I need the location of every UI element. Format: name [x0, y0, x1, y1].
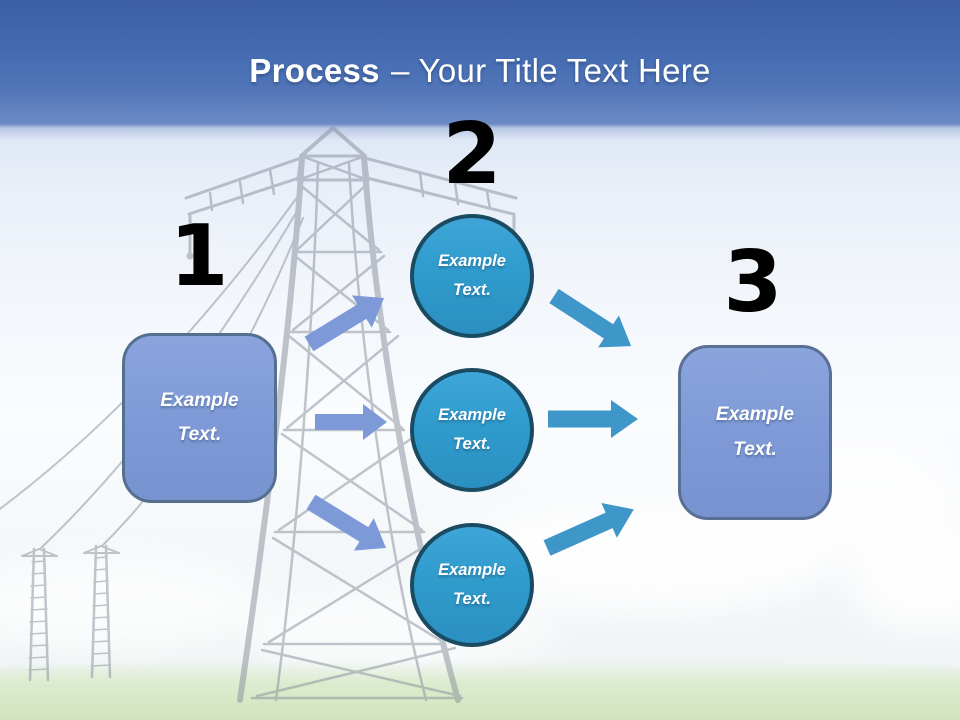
right-box-line1: Example [715, 404, 795, 426]
left-process-box-text: Example Text. [160, 384, 238, 452]
circle-middle-line1: Example [438, 406, 506, 425]
arrow-left-top-icon [304, 295, 385, 352]
grass [0, 660, 960, 720]
right-process-box-text: Example Text. [716, 398, 794, 466]
slide-title-emphasis: Process [249, 52, 380, 89]
left-box-line1: Example [160, 389, 239, 411]
arrow-left-bottom-icon [306, 494, 387, 551]
step-number-3: 3 [723, 233, 783, 332]
process-circle-top: Example Text. [410, 214, 534, 338]
arrow-right-middle-icon [548, 400, 638, 438]
cloud [0, 560, 260, 650]
slide-title: Process – Your Title Text Here [0, 52, 960, 90]
circle-middle-line2: Text. [453, 435, 491, 453]
left-process-box: Example Text. [122, 333, 277, 503]
left-box-line2: Text. [177, 424, 222, 445]
circle-bottom-line1: Example [438, 561, 506, 580]
right-process-box: Example Text. [678, 345, 832, 520]
process-circle-middle: Example Text. [410, 368, 534, 492]
process-circle-middle-text: Example Text. [438, 401, 506, 459]
arrow-left-middle-icon [315, 404, 387, 440]
process-circle-top-text: Example Text. [438, 247, 506, 305]
right-box-line2: Text. [733, 438, 777, 460]
circle-top-line2: Text. [453, 281, 491, 299]
arrow-right-top-icon [549, 288, 632, 348]
circle-top-line1: Example [438, 252, 506, 271]
circle-bottom-line2: Text. [453, 590, 491, 608]
process-circle-bottom-text: Example Text. [438, 556, 506, 614]
step-number-2: 2 [442, 105, 502, 204]
step-number-1: 1 [169, 207, 229, 306]
process-circle-bottom: Example Text. [410, 523, 534, 647]
slide-title-rest: – Your Title Text Here [391, 52, 711, 89]
